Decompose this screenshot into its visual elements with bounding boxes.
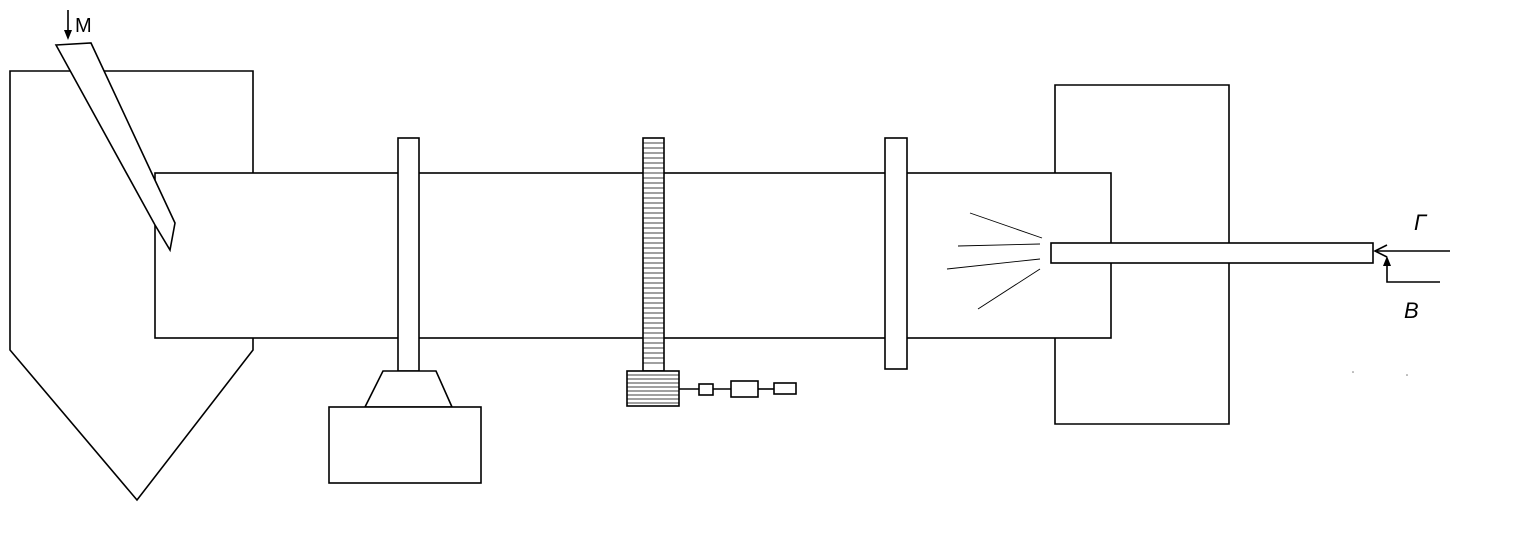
speck	[1352, 371, 1354, 373]
flame	[946, 212, 1043, 310]
burner-pipe	[1050, 242, 1374, 264]
girth-gear	[642, 137, 665, 372]
material-input-arrow	[64, 10, 72, 40]
drive-train	[679, 380, 797, 398]
support-tire-2	[884, 137, 908, 370]
drive-pinion	[626, 370, 680, 407]
feed-chute	[54, 42, 176, 253]
gas-label: Г	[1414, 210, 1428, 235]
support-tire-1	[397, 137, 420, 372]
motor	[773, 382, 797, 395]
roller-support	[328, 370, 482, 484]
coupling	[698, 383, 714, 396]
gearbox	[730, 380, 759, 398]
air-label: В	[1404, 298, 1419, 323]
kiln-drum	[154, 172, 1112, 339]
material-label: М	[75, 15, 92, 37]
air-input-arrow	[1383, 256, 1440, 283]
speck	[1406, 374, 1408, 376]
dust-chamber	[9, 70, 254, 502]
gas-input-arrow	[1373, 244, 1450, 258]
